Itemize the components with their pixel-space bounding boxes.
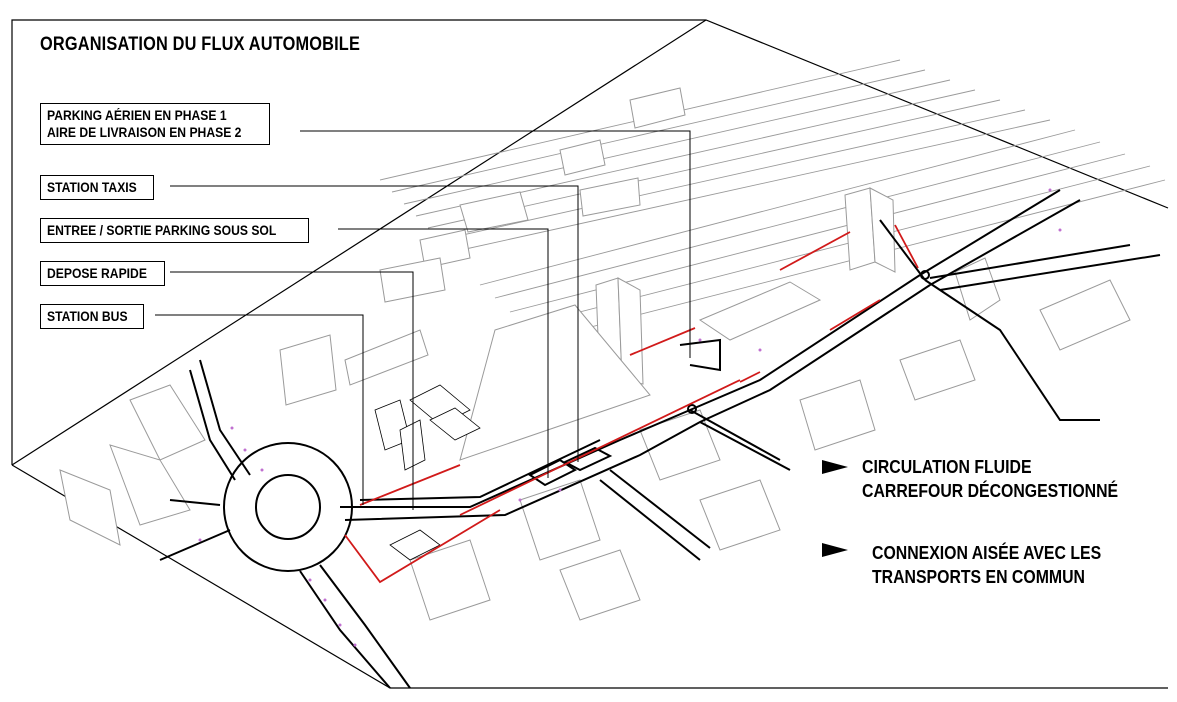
label-entree-sortie-parking: ENTREE / SORTIE PARKING SOUS SOL xyxy=(40,218,309,243)
label-line: ENTREE / SORTIE PARKING SOUS SOL xyxy=(47,223,277,238)
buildings xyxy=(59,87,1131,621)
label-station-bus: STATION BUS xyxy=(40,304,144,329)
red-highlights xyxy=(344,224,919,584)
pedestrian-markers xyxy=(198,188,1062,647)
legend-line: CARREFOUR DÉCONGESTIONNÉ xyxy=(862,481,1119,501)
legend-circulation: CIRCULATION FLUIDE CARREFOUR DÉCONGESTIO… xyxy=(862,455,1153,503)
legend-line: CIRCULATION FLUIDE xyxy=(862,457,1032,477)
legend-arrow-icon xyxy=(822,543,848,557)
legend-line: TRANSPORTS EN COMMUN xyxy=(872,567,1085,587)
label-parking-aerien: PARKING AÉRIEN EN PHASE 1 AIRE DE LIVRAI… xyxy=(40,103,271,145)
legend-connexion: CONNEXION AISÉE AVEC LES TRANSPORTS EN C… xyxy=(872,541,1132,589)
page-title: ORGANISATION DU FLUX AUTOMOBILE xyxy=(40,34,361,55)
label-line: STATION BUS xyxy=(47,309,128,324)
central-complex xyxy=(374,384,481,561)
road-network xyxy=(159,189,1161,689)
label-depose-rapide: DEPOSE RAPIDE xyxy=(40,261,166,286)
legend-arrow-icon xyxy=(822,460,848,474)
label-line: PARKING AÉRIEN EN PHASE 1 xyxy=(47,108,227,123)
leader-lines xyxy=(155,130,691,510)
label-line: STATION TAXIS xyxy=(47,180,137,195)
label-line: DEPOSE RAPIDE xyxy=(47,266,147,281)
legend-line: CONNEXION AISÉE AVEC LES xyxy=(872,543,1102,563)
label-line: AIRE DE LIVRAISON EN PHASE 2 xyxy=(47,125,242,140)
label-station-taxis: STATION TAXIS xyxy=(40,175,154,200)
